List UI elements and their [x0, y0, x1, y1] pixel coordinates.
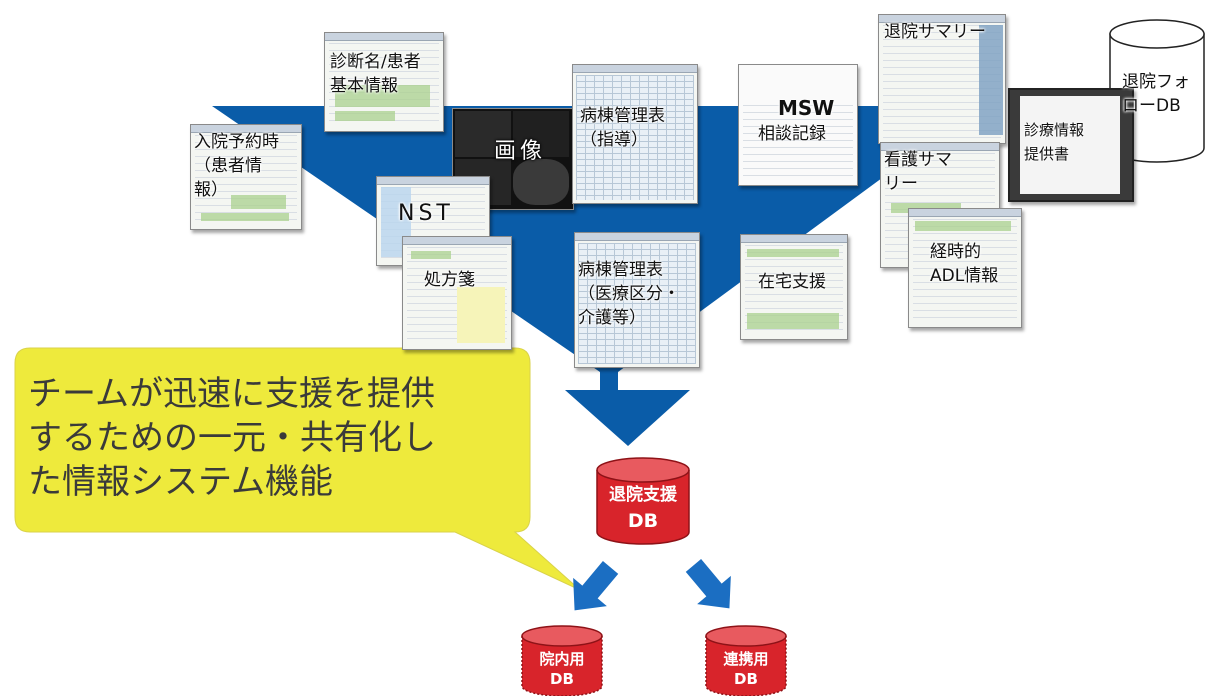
label-image: 画像 — [494, 139, 547, 164]
label-ward-medical: 病棟管理表 （医療区分・ 介護等） — [578, 260, 680, 328]
label-discharge-summary: 退院サマリー — [884, 22, 986, 42]
label-msw-title: MSW — [778, 96, 835, 120]
doc-referral — [1008, 88, 1134, 202]
doc-msw — [738, 64, 858, 186]
label-diagnosis: 診断名/患者 基本情報 — [330, 52, 421, 96]
doc-ward-medical — [574, 232, 700, 368]
doc-ward-guidance — [572, 64, 698, 204]
liaison-db-line2: DB — [734, 670, 758, 688]
callout-text: チームが迅速に支援を提供 するための一元・共有化し た情報システム機能 — [28, 374, 436, 502]
label-home-support: 在宅支援 — [758, 272, 826, 292]
label-nst: NST — [398, 201, 454, 226]
central-db-cylinder — [596, 457, 690, 545]
doc-prescription — [402, 236, 512, 350]
label-adl: 経時的 ADL情報 — [930, 242, 999, 286]
central-db-line1: 退院支援 — [609, 485, 677, 505]
liaison-db-cylinder — [705, 625, 787, 696]
hospital-db-cylinder — [521, 625, 603, 696]
doc-diagnosis — [324, 32, 444, 132]
hospital-db-line1: 院内用 — [539, 650, 585, 668]
label-ward-guidance: 病棟管理表 （指導） — [580, 106, 665, 150]
label-admission: 入院予約時 （患者情 報） — [194, 132, 279, 200]
doc-home-support — [740, 234, 848, 340]
label-msw: 相談記録 — [758, 124, 826, 144]
doc-image — [452, 108, 574, 210]
central-db-line2: DB — [627, 510, 659, 532]
arrow-right — [685, 559, 731, 609]
liaison-db-line1: 連携用 — [723, 650, 769, 668]
label-nursing-summary: 看護サマ リー — [884, 150, 952, 194]
label-referral: 診療情報 提供書 — [1024, 121, 1085, 163]
arrow-left — [573, 561, 619, 611]
label-follow-db: 退院フォ ローDB — [1122, 72, 1190, 116]
doc-adl — [908, 208, 1022, 328]
doc-discharge-summary — [878, 14, 1006, 144]
label-prescription: 処方箋 — [424, 270, 475, 290]
hospital-db-line2: DB — [550, 670, 574, 688]
doc-admission — [190, 124, 302, 230]
